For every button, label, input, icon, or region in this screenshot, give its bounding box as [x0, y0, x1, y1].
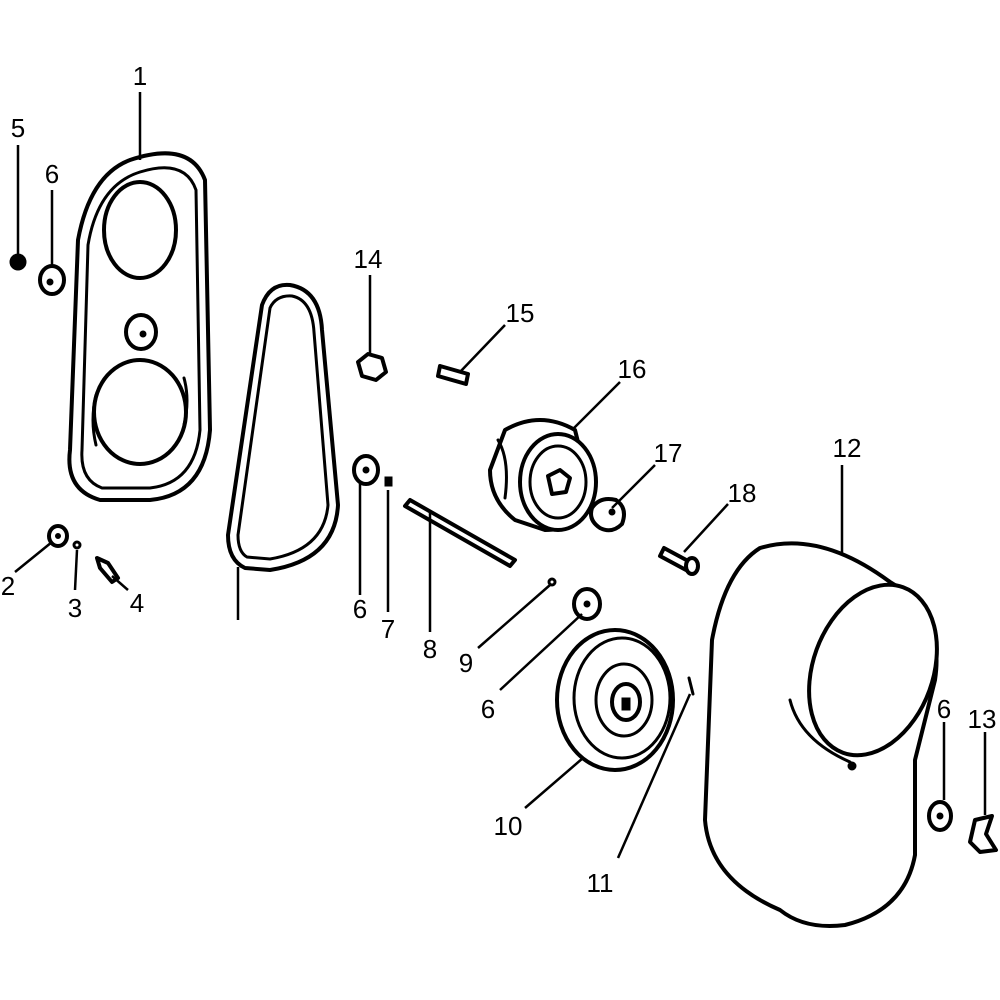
part-14-nut [356, 352, 388, 382]
callout-6a: 6 [45, 159, 59, 189]
callout-6d: 6 [937, 694, 951, 724]
callout-1: 1 [133, 61, 147, 91]
part-12-belt-cover [703, 541, 939, 928]
callout-17: 17 [654, 438, 683, 468]
callout-14: 14 [354, 244, 383, 274]
part-11-set-screw [687, 676, 695, 696]
part-belt-guard-plate [67, 151, 212, 502]
callout-6b: 6 [353, 594, 367, 624]
part-13-wing-nut [968, 814, 998, 854]
part-6-washer-left [38, 264, 66, 296]
part-6-washer-middle [352, 454, 380, 486]
callout-11: 11 [587, 868, 614, 898]
callout-9: 9 [459, 648, 473, 678]
part-18-bolt [658, 546, 700, 576]
callout-4: 4 [130, 588, 144, 618]
part-v-belt [226, 282, 340, 572]
callout-10: 10 [494, 811, 523, 841]
callout-3: 3 [68, 593, 82, 623]
callout-8: 8 [423, 634, 437, 664]
callout-13: 13 [968, 704, 997, 734]
part-3-pin [72, 540, 82, 550]
part-9-pin [547, 577, 557, 587]
part-6-washer-lower [572, 587, 602, 621]
callout-7: 7 [381, 614, 395, 644]
callout-labels: 1 5 6 2 3 4 14 6 7 8 15 16 17 18 12 9 6 … [1, 61, 997, 898]
callout-18: 18 [728, 478, 757, 508]
callout-15: 15 [506, 298, 535, 328]
part-10-pulley [555, 628, 675, 772]
callout-5: 5 [11, 113, 25, 143]
part-16-pulley-hub [488, 418, 598, 532]
part-2-washer [47, 524, 69, 548]
leader-lines [14, 92, 987, 859]
callout-16: 16 [618, 354, 647, 384]
part-5-nut [9, 253, 27, 271]
callout-12: 12 [833, 433, 862, 463]
part-15-key [436, 364, 470, 386]
callout-6c: 6 [481, 694, 495, 724]
part-7-key [384, 476, 393, 487]
callout-2: 2 [1, 571, 15, 601]
part-8-shaft [403, 498, 517, 568]
part-17-adjuster [589, 497, 626, 533]
part-6-washer-right [927, 800, 953, 832]
